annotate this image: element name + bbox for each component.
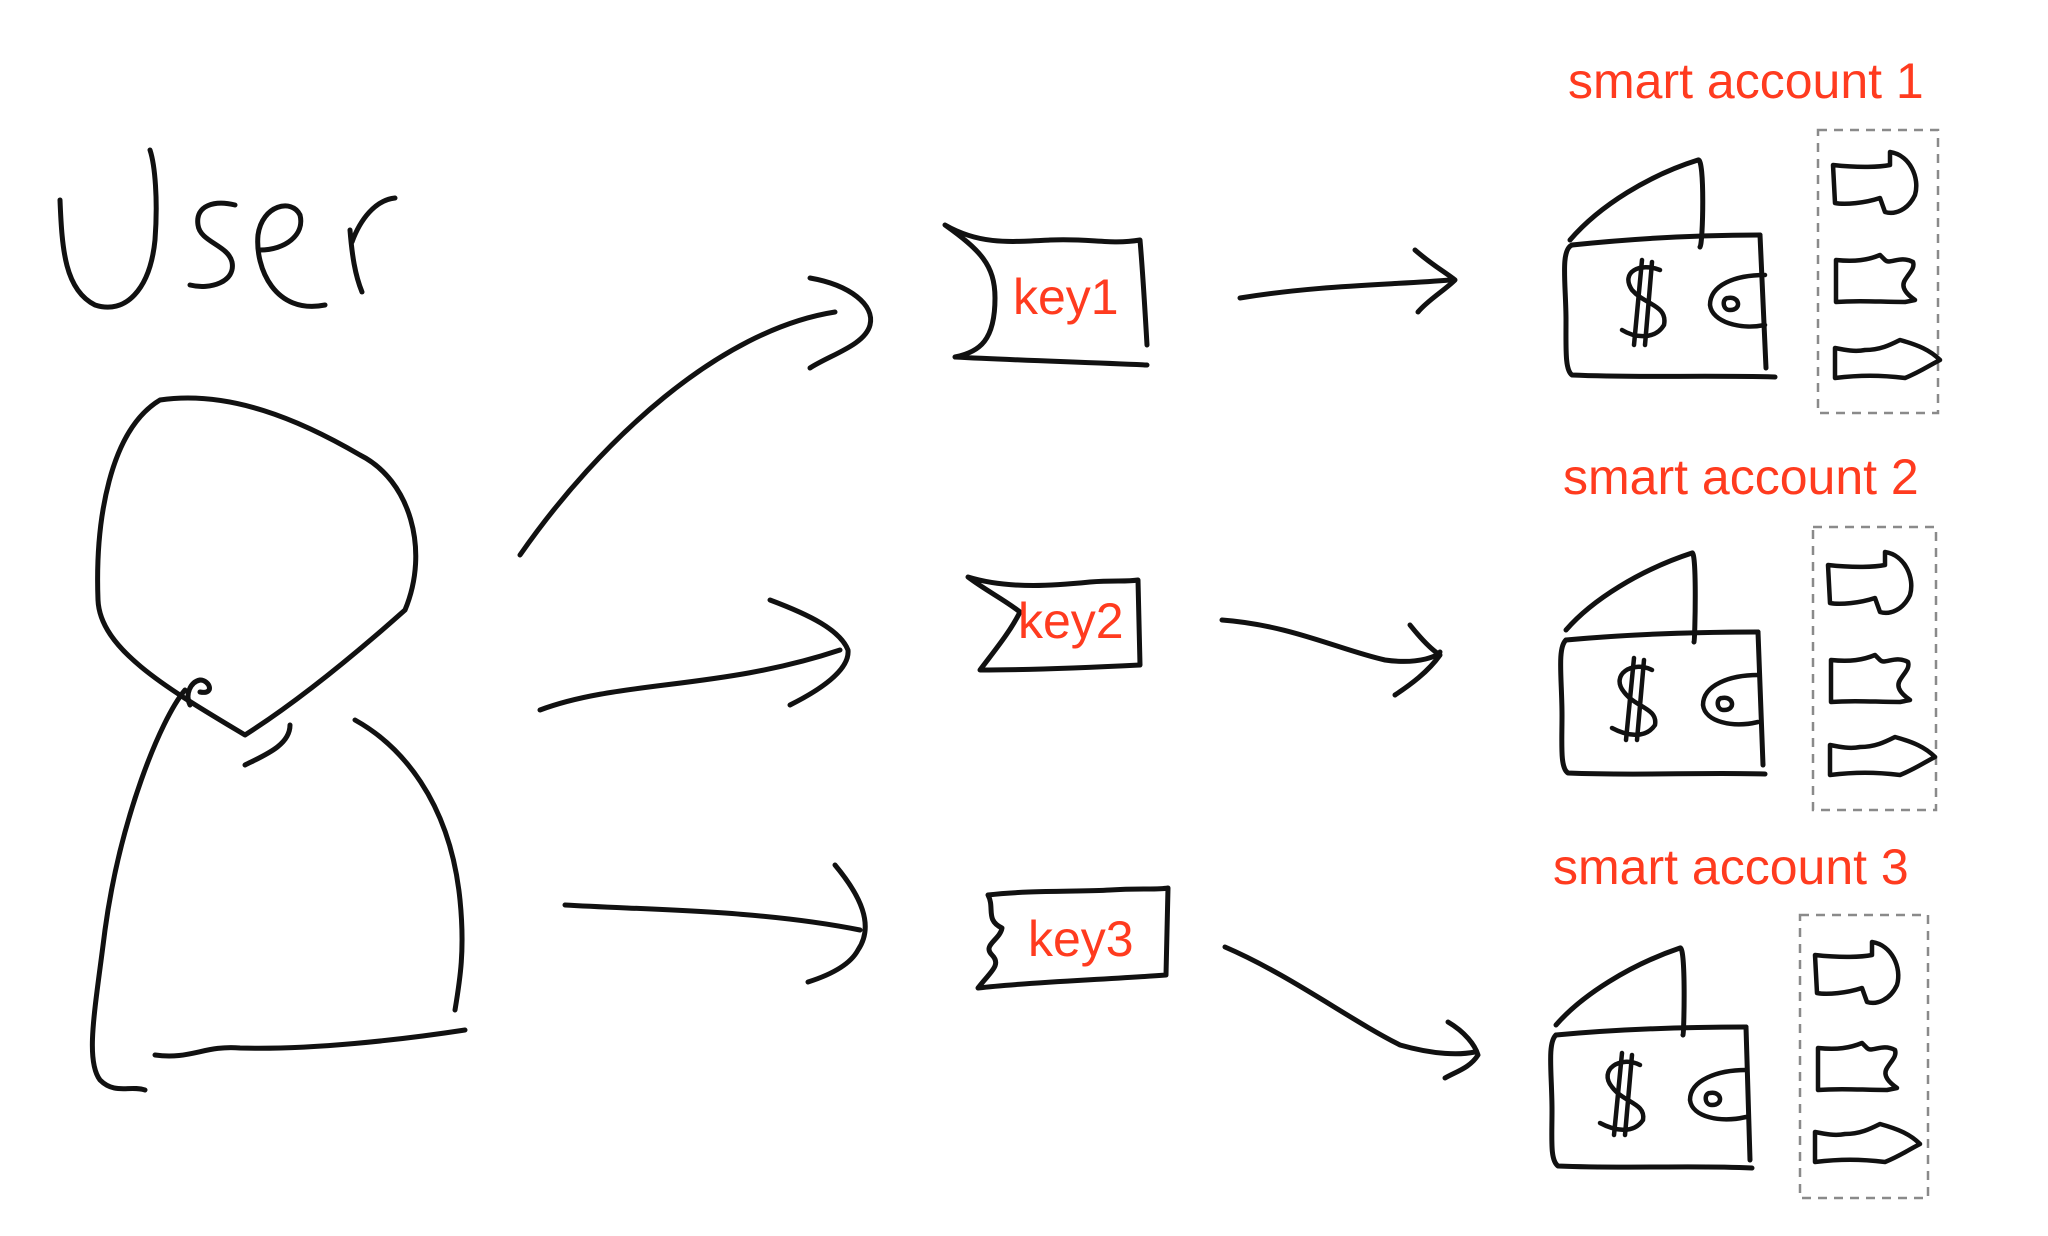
key-to-account-arrows: [1219, 247, 1481, 1081]
user-to-key-arrows: [517, 275, 874, 985]
arrow-user-to-key3-head: [805, 862, 868, 985]
arrow-key1-to-account1: [1237, 277, 1453, 301]
account2-group: [1558, 525, 1938, 812]
actions-box: [1811, 525, 1938, 812]
arrow-user-to-key2: [537, 647, 843, 713]
account1-label: smart account 1: [1568, 53, 1924, 109]
key2-flag: [965, 574, 1143, 673]
arrow-key1-to-account1-head: [1412, 247, 1458, 315]
arrow-key3-to-account3: [1222, 944, 1478, 1057]
key1-flag: [942, 222, 1150, 368]
arrow-user-to-key1-head: [807, 275, 874, 371]
user-body-base: [152, 1027, 468, 1059]
action-arrow-icon: [1828, 652, 1913, 705]
key2-label: key2: [1018, 593, 1124, 649]
account3-group: [1548, 913, 1930, 1200]
wallet-icon: [1562, 157, 1778, 380]
key1-label: key1: [1013, 269, 1119, 325]
user-head: [95, 395, 419, 738]
key3-flag: [975, 885, 1171, 991]
wallet-icon: [1548, 945, 1755, 1171]
account2-label: smart account 2: [1563, 449, 1919, 505]
arrow-key2-to-account2-head: [1392, 622, 1443, 698]
action-arrow-icon: [1833, 252, 1918, 305]
arrow-user-to-key2-head: [767, 597, 851, 708]
arrow-key3-to-account3-head: [1442, 1019, 1481, 1081]
user-collar: [185, 677, 293, 768]
arrow-user-to-key3: [562, 902, 863, 933]
arrow-user-to-key1: [517, 309, 838, 558]
action-arrow-icon: [1825, 549, 1914, 615]
wallet-icon: [1558, 550, 1768, 777]
action-arrow-icon: [1815, 1040, 1900, 1093]
actions-box: [1816, 128, 1943, 415]
user-handwritten-title: [57, 147, 398, 310]
account1-group: [1562, 128, 1943, 415]
user-figure: [89, 395, 468, 1093]
user-body: [89, 687, 465, 1093]
arrow-key2-to-account2: [1219, 617, 1443, 664]
action-arrow-icon: [1832, 337, 1943, 381]
action-arrow-icon: [1830, 149, 1919, 215]
key3-label: key3: [1028, 911, 1134, 967]
action-arrow-icon: [1812, 1121, 1923, 1165]
action-arrow-icon: [1827, 734, 1938, 778]
actions-box: [1798, 913, 1930, 1200]
account3-label: smart account 3: [1553, 839, 1909, 895]
action-arrow-icon: [1812, 939, 1901, 1005]
